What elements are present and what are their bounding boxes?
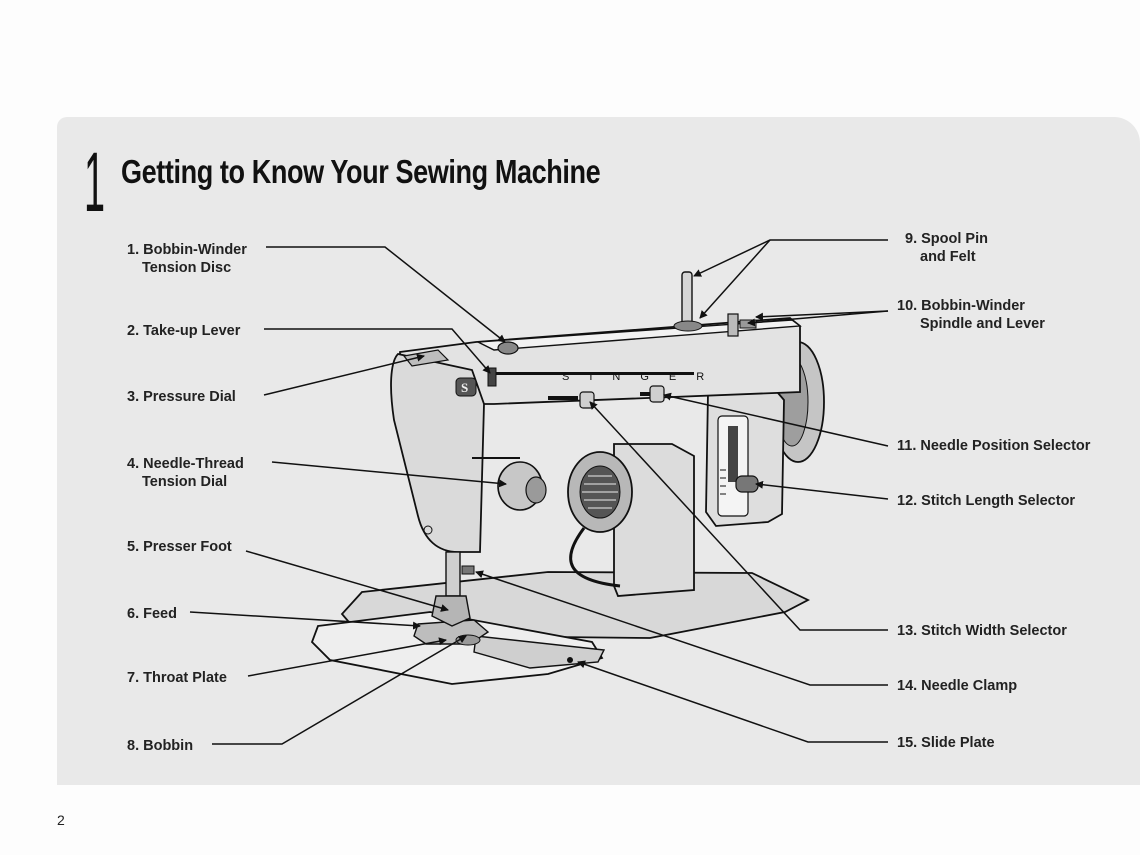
chapter-number: 1 <box>84 135 106 229</box>
leader-lines <box>189 239 889 745</box>
label-text-line2: Tension Dial <box>142 474 228 490</box>
leader-13 <box>589 401 888 631</box>
leader-9a <box>693 239 888 277</box>
leader-10b <box>755 310 889 321</box>
bobbin-winder-spindle <box>727 313 739 337</box>
label-text-line2: Tension Disc <box>142 260 232 276</box>
needle-clamp-screw <box>461 565 475 575</box>
label-presser-foot: 5. Presser Foot <box>127 539 232 555</box>
machine-pillar <box>613 443 695 597</box>
label-text-line2: and Felt <box>920 249 976 265</box>
label-bobbin-winder-tension-disc: 1. Bobbin-Winder Tension Disc <box>127 241 247 277</box>
label-needle-clamp: 14. Needle Clamp <box>897 678 1018 694</box>
label-bobbin: 8. Bobbin <box>127 738 194 754</box>
take-up-lever <box>487 367 497 387</box>
label-text: 4. Needle-Thread <box>127 456 244 472</box>
label-pressure-dial: 3. Pressure Dial <box>127 389 236 405</box>
stitch-width-knob <box>579 391 595 409</box>
needle-bar <box>445 551 461 597</box>
page-title: Getting to Know Your Sewing Machine <box>121 153 601 190</box>
label-needle-position-selector: 11. Needle Position Selector <box>897 438 1091 454</box>
leader-10a <box>747 310 889 327</box>
label-needle-thread-tension-dial: 4. Needle-Thread Tension Dial <box>127 455 244 491</box>
leader-2 <box>264 328 491 374</box>
leader-5 <box>245 550 449 612</box>
label-stitch-width-selector: 13. Stitch Width Selector <box>897 623 1067 639</box>
slide-plate-screw <box>567 657 573 663</box>
motor-cord <box>569 527 621 588</box>
diagram-panel <box>57 117 1140 785</box>
leader-1 <box>266 246 506 343</box>
leader-9b <box>699 239 771 319</box>
label-feed: 6. Feed <box>127 606 177 622</box>
label-spool-pin-and-felt: 9. Spool Pin and Felt <box>905 230 988 266</box>
leader-4 <box>271 461 507 488</box>
label-text-line2: Spindle and Lever <box>920 316 1045 332</box>
stitch-length-knob <box>735 475 759 493</box>
label-text: 10. Bobbin-Winder <box>897 298 1025 314</box>
label-take-up-lever: 2. Take-up Lever <box>127 323 241 339</box>
leader-6 <box>189 611 421 630</box>
svg-text:S: S <box>461 380 468 395</box>
label-text: 1. Bobbin-Winder <box>127 242 247 258</box>
spool-pin <box>681 271 693 327</box>
leader-7 <box>247 637 447 677</box>
singer-logo-badge <box>455 377 477 397</box>
leader-12 <box>755 480 889 500</box>
label-stitch-length-selector: 12. Stitch Length Selector <box>897 493 1076 509</box>
label-slide-plate: 15. Slide Plate <box>897 735 995 751</box>
leader-3 <box>263 353 425 396</box>
label-bobbin-winder-spindle-and-lever: 10. Bobbin-Winder Spindle and Lever <box>897 297 1045 333</box>
presser-foot-shape <box>431 595 471 627</box>
label-text: 9. Spool Pin <box>905 231 988 247</box>
page-number: 2 <box>57 812 65 828</box>
bobbin-winder-tension-disc <box>497 341 519 355</box>
brand-name: SINGER <box>562 371 724 383</box>
leader-14 <box>475 570 888 686</box>
label-throat-plate: 7. Throat Plate <box>127 670 227 686</box>
needle-position-knob <box>649 385 665 403</box>
leader-11 <box>663 392 889 447</box>
leader-8 <box>212 635 467 745</box>
leader-15 <box>577 660 888 743</box>
